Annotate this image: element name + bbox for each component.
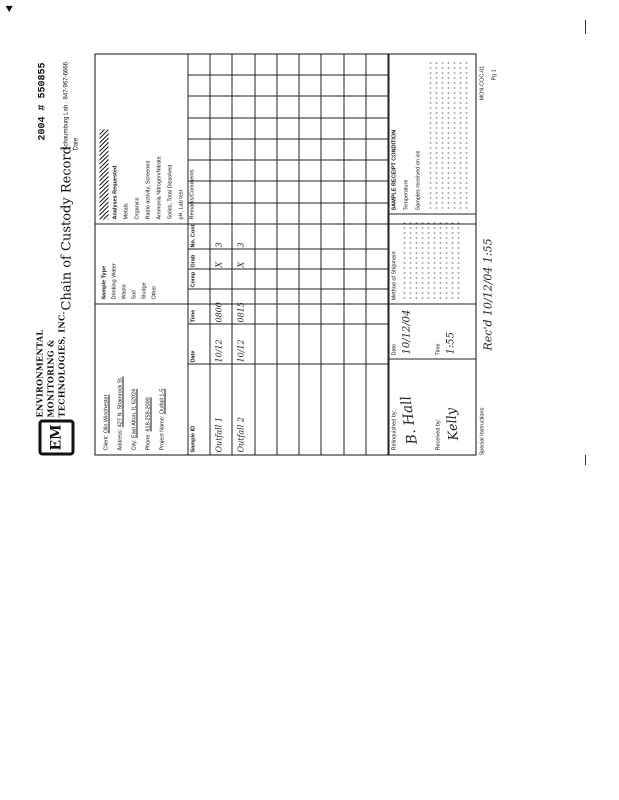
sample-type-item: Other xyxy=(151,285,158,300)
date-label: Date xyxy=(391,343,398,356)
table-column-divider xyxy=(187,96,388,97)
table-header: No. Cont. xyxy=(190,223,197,248)
analysis-title: Analyses Requested xyxy=(112,165,119,220)
client-field: Project Name: Outfall 1-5 xyxy=(159,388,166,451)
coc-form: Client: Olin Winchester Address: 427 N. … xyxy=(94,53,477,456)
sample-type-list: Sample Type Drinking Water Waste Soil Sl… xyxy=(100,263,160,299)
client-field: Phone: 618-258-2000 xyxy=(145,397,152,451)
table-row-divider xyxy=(231,54,233,455)
table-cell: 0800 xyxy=(214,302,224,323)
table-cell: Outfall 1 xyxy=(214,417,224,453)
table-column-divider xyxy=(187,74,388,76)
client-field: Client: Olin Winchester xyxy=(103,394,110,451)
analysis-item: Ammonia Nitrogen/Nitrate xyxy=(156,156,163,220)
analysis-list: Analyses Requested Metals Organics Radio… xyxy=(99,129,199,220)
analysis-item: pH, Lab test xyxy=(178,189,185,220)
scan-mark xyxy=(585,455,586,465)
analysis-item: Radio activity, Screened xyxy=(145,160,152,220)
sample-type-item: Drinking Water xyxy=(111,263,118,300)
temperature-label: Temperature xyxy=(403,179,410,211)
company-line-1: ENVIRONMENTAL xyxy=(34,329,45,418)
client-info: Client: Olin Winchester Address: 427 N. … xyxy=(100,311,170,451)
table-row-divider xyxy=(298,54,300,455)
company-logo: EM ENVIRONMENTAL MONITORING & TECHNOLOGI… xyxy=(35,311,77,456)
table-column-divider xyxy=(187,202,388,204)
lab-label: Schaumburg Lab · 847-967-6666 xyxy=(63,62,70,151)
analysis-item: Solids, Total Dissolved xyxy=(167,164,174,220)
handwritten-note: Rec'd 10/12/04 1:55 xyxy=(481,238,495,351)
time-label: Time xyxy=(435,343,442,356)
table-row-divider xyxy=(209,54,211,455)
analysis-item: Organics xyxy=(134,197,141,220)
received-label: Received by: xyxy=(435,418,442,451)
table-cell: 10/12 xyxy=(236,339,246,363)
signature-relinquished: B. Hall xyxy=(398,394,421,446)
table-header: Time xyxy=(190,309,197,323)
lab-number: 2004 # 550855 xyxy=(37,62,49,141)
table-header: Comp xyxy=(190,271,197,288)
page-number: Pg 1 xyxy=(491,69,498,81)
sample-type-item: Waste xyxy=(121,284,128,300)
table-column-divider xyxy=(187,181,388,182)
document-title: Chain of Custody Record xyxy=(59,146,75,311)
date-label: Date xyxy=(73,137,80,151)
sample-type-item: Sludge xyxy=(141,282,148,300)
company-line-3: TECHNOLOGIES, INC. xyxy=(56,311,67,418)
table-column-divider xyxy=(187,159,388,161)
analysis-header-bar xyxy=(99,129,109,220)
table-cell: 3 xyxy=(236,242,246,248)
company-line-2: MONITORING & xyxy=(45,339,56,418)
receipt-notes: Samples received on ice xyxy=(415,150,422,211)
corner-mark: ⯆ xyxy=(4,2,15,17)
client-field: Address: 427 N. Shamrock St. xyxy=(117,376,124,451)
table-column-divider xyxy=(187,363,388,365)
table-row-divider xyxy=(365,54,367,455)
table-row-divider xyxy=(343,54,345,455)
table-header: Date xyxy=(190,350,197,363)
table-column-divider xyxy=(187,288,388,290)
table-row-divider xyxy=(254,54,256,455)
table-cell: 10/12 xyxy=(214,339,224,363)
receipt-title: SAMPLE RECEIPT CONDITION xyxy=(391,129,398,211)
table-cell: 0815 xyxy=(236,302,246,323)
table-header: Grab xyxy=(190,254,197,268)
doc-code: MON-COC-01 xyxy=(479,65,486,101)
analysis-item: Metals xyxy=(123,203,130,220)
table-column-divider xyxy=(187,117,388,119)
table-column-divider xyxy=(187,268,388,270)
sample-type-item: Soil xyxy=(131,290,138,300)
logo-mark: EM xyxy=(38,419,75,456)
table-header: Sample ID xyxy=(190,425,197,453)
shipment-label: Method of Shipment xyxy=(391,251,398,301)
table-column-divider xyxy=(187,323,388,325)
table-cell: 3 xyxy=(214,242,224,248)
sample-type-title: Sample Type xyxy=(101,265,108,300)
shipment-area xyxy=(401,220,462,301)
table-row-divider xyxy=(320,54,322,455)
client-field: City: East Alton, IL 62024 xyxy=(131,388,138,451)
sample-table: Sample ID Date Time Comp Grab No. Cont. Outfal… xyxy=(187,54,388,455)
rotated-coc-form: EM ENVIRONMENTAL MONITORING & TECHNOLOGI… xyxy=(30,41,545,461)
receipt-area xyxy=(427,60,468,211)
date-value: 10/12/04 xyxy=(401,309,413,355)
company-name: ENVIRONMENTAL MONITORING & TECHNOLOGIES,… xyxy=(35,311,68,417)
signature-received: Kelly xyxy=(444,407,462,442)
table-column-divider xyxy=(187,223,388,225)
table-column-divider xyxy=(187,248,388,250)
table-row-divider xyxy=(276,54,278,455)
table-cell: X xyxy=(214,261,224,268)
table-cell: X xyxy=(236,261,246,268)
relinquished-label: Relinquished by: xyxy=(391,409,398,451)
special-instructions-label: Special Instructions: xyxy=(479,406,486,456)
time-value: 1:55 xyxy=(445,332,457,355)
scan-mark xyxy=(585,20,586,34)
table-column-divider xyxy=(187,138,388,140)
table-cell: Outfall 2 xyxy=(236,417,246,453)
